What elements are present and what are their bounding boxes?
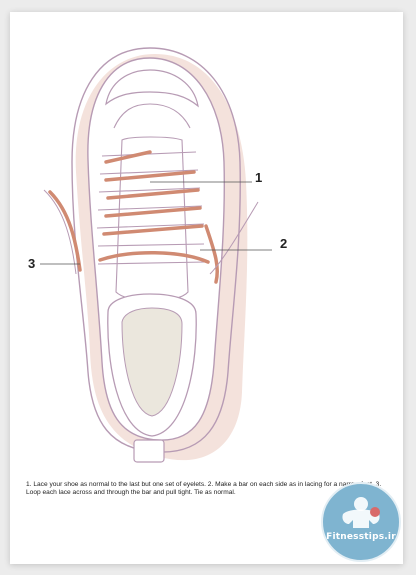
- toe-cap: [105, 69, 199, 108]
- callout-3: 3: [28, 256, 36, 271]
- watermark-text: Fitnesstips.ir: [326, 532, 396, 542]
- bodybuilder-icon: [342, 497, 380, 528]
- callout-1: 1: [255, 170, 263, 185]
- insole: [121, 307, 183, 417]
- shoe-illustration: [40, 47, 272, 463]
- laces: [48, 150, 219, 284]
- lace-shadow: [43, 189, 259, 275]
- toe-line: [113, 103, 191, 129]
- eyelet-rows: [96, 151, 207, 265]
- instructions-caption: 1. Lace your shoe as normal to the last …: [26, 480, 382, 497]
- callout-2: 2: [280, 236, 288, 251]
- callout-lines: [40, 181, 272, 265]
- page-sheet: 1 2 3 1. Lace your shoe as normal to the…: [10, 12, 403, 564]
- watermark-logo: Fitnesstips.ir: [321, 482, 401, 562]
- heel-tab: [133, 439, 165, 463]
